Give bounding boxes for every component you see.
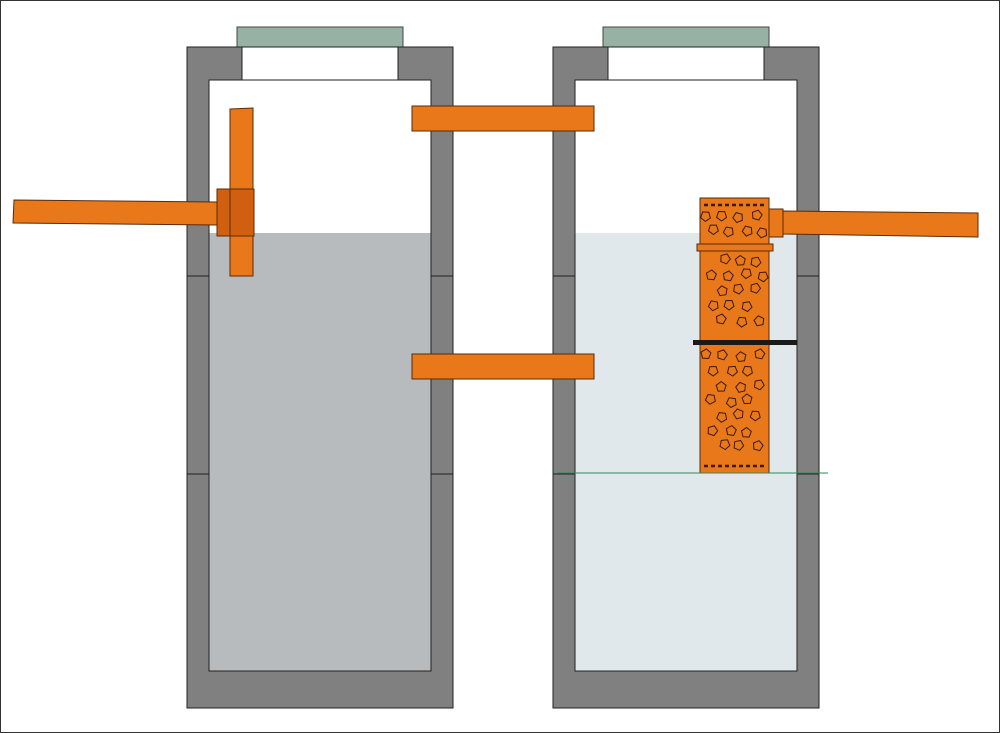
overflow-pipe-lower	[411, 353, 595, 380]
left-lid	[236, 26, 404, 48]
gravel-stone	[715, 313, 727, 325]
gravel-stone	[700, 211, 711, 223]
gravel-stone	[741, 225, 753, 237]
tee-body	[216, 188, 255, 237]
gravel-stone	[722, 270, 734, 282]
overflow-pipe-upper	[411, 105, 595, 132]
gravel-stone	[722, 226, 734, 238]
gravel-stone	[752, 440, 764, 452]
tee-riser-top	[229, 107, 254, 190]
gravel-stone	[753, 379, 765, 391]
tee-riser-bottom	[229, 235, 254, 277]
gravel-stone	[716, 412, 728, 423]
biofilter-collar	[696, 243, 774, 252]
right-hatch-opening	[607, 46, 765, 81]
gravel-stone	[719, 439, 731, 451]
gravel-stone	[723, 299, 735, 311]
gravel-stone	[740, 426, 752, 438]
gravel-stone	[733, 439, 745, 451]
inlet-pipe	[12, 199, 218, 226]
right-lid	[602, 26, 770, 48]
gravel-stone	[750, 282, 762, 294]
gravel-stone	[735, 381, 746, 393]
gravel-stone	[741, 301, 753, 313]
gravel-stone	[715, 380, 727, 392]
gravel-stone	[717, 349, 729, 361]
outlet-pipe-socket	[768, 208, 784, 238]
gravel-stone	[732, 212, 743, 224]
gravel-stone	[749, 410, 761, 422]
tee-fitting	[216, 107, 255, 277]
gravel-stone	[725, 424, 737, 436]
gravel-stone	[726, 365, 739, 377]
gravel-stone	[716, 285, 728, 297]
gravel-stone	[740, 268, 752, 280]
gravel-stone	[741, 365, 753, 377]
gravel-stone	[705, 269, 718, 281]
gravel-stone	[734, 254, 746, 266]
gravel-stone	[741, 393, 753, 405]
gravel-stone	[732, 408, 744, 420]
gravel-stone	[725, 397, 737, 409]
gravel-stone	[751, 209, 763, 221]
gravel-stone	[754, 348, 766, 360]
left-tank-water	[209, 233, 431, 671]
gravel-stone	[733, 283, 745, 295]
gravel-stone	[700, 348, 712, 360]
gravel-stone	[707, 224, 719, 236]
gravel-stone	[756, 227, 768, 239]
gravel-stone	[735, 351, 747, 363]
gravel-stone	[757, 271, 769, 283]
biofilter-lower-section	[699, 250, 770, 474]
outlet-pipe	[782, 210, 979, 238]
biofilter-clamp	[693, 340, 797, 345]
gravel-stone	[704, 394, 716, 405]
gravel-stone	[716, 210, 728, 222]
gravel-stone	[720, 253, 731, 265]
left-chamber	[186, 26, 454, 709]
gravel-stone	[707, 300, 719, 312]
biofilter-column	[693, 197, 797, 474]
gravel-stone	[707, 425, 719, 437]
gravel-stone	[707, 365, 719, 377]
gravel-stone	[750, 256, 762, 268]
biofilter-gravel	[700, 209, 769, 452]
gravel-stone	[753, 315, 765, 327]
left-hatch-opening	[241, 46, 399, 81]
gravel-stone	[736, 316, 748, 328]
